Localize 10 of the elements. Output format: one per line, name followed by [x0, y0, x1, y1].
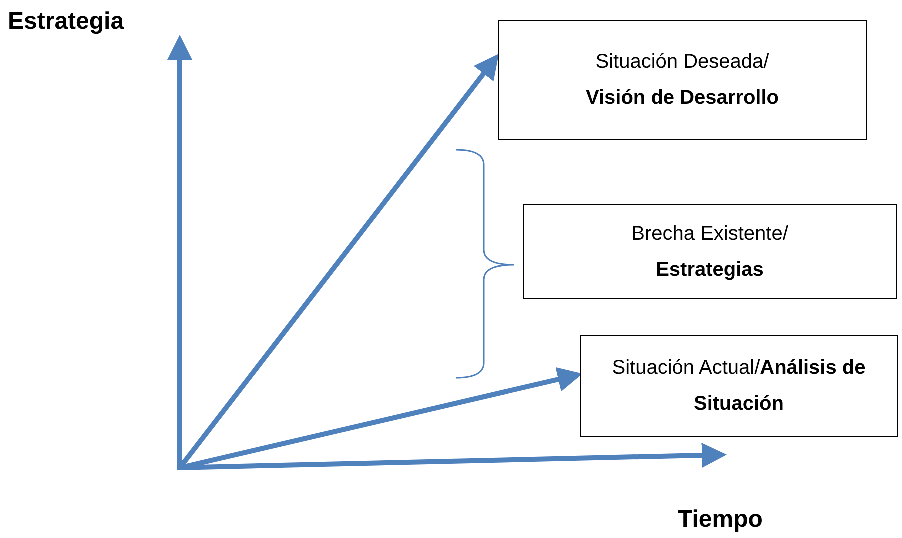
box-text: Situación Deseada/ — [596, 50, 770, 75]
box-text: Estrategias — [656, 258, 764, 282]
text-box — [498, 20, 867, 140]
box-text: Situación Actual/Análisis de Situación — [611, 356, 867, 417]
box-text: Visión de Desarrollo — [586, 86, 780, 111]
axis-label: Estrategia — [8, 8, 124, 36]
text-box — [580, 335, 898, 437]
box-text: Brecha Existente/ — [632, 222, 788, 246]
axis-label: Tiempo — [678, 506, 763, 534]
text-box — [523, 204, 897, 299]
